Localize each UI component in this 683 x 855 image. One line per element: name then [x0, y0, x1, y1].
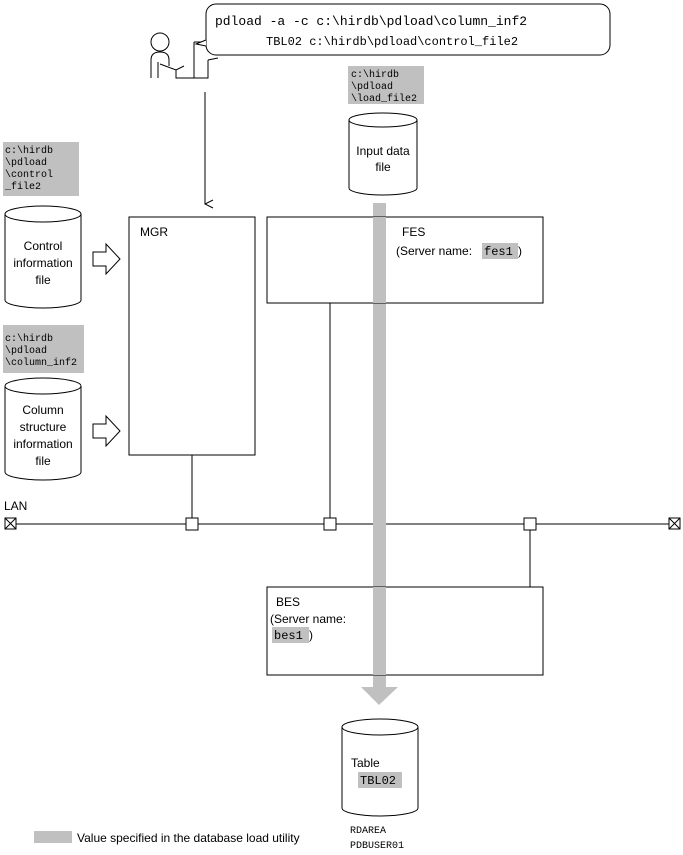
svg-text:information: information — [13, 437, 72, 451]
svg-text:\column_inf2: \column_inf2 — [5, 357, 77, 369]
legend: Value specified in the database load uti… — [34, 831, 300, 845]
rdarea-name: PDBUSER01 — [350, 841, 404, 852]
bes-server-name: bes1 — [274, 629, 303, 643]
legend-swatch — [34, 831, 72, 843]
data-flow-arrow — [361, 203, 398, 705]
svg-text:information: information — [13, 256, 72, 270]
svg-text:\control: \control — [5, 169, 53, 181]
input-data-file-label: Input data — [356, 144, 410, 158]
lan-network: LAN — [4, 499, 681, 531]
control-file-label: Control — [24, 239, 63, 253]
svg-text:c:\hirdb: c:\hirdb — [5, 333, 53, 345]
input-data-file-icon: Input data file — [348, 112, 418, 196]
table-name: TBL02 — [360, 774, 396, 788]
svg-text:c:\hirdb: c:\hirdb — [5, 145, 53, 157]
svg-text:\load_file2: \load_file2 — [351, 93, 417, 105]
control-file-path-label: c:\hirdb \pdload \control _file2 — [3, 142, 79, 196]
svg-text:file: file — [375, 160, 391, 174]
bes-label: BES — [276, 595, 300, 609]
svg-text:\pdload: \pdload — [5, 157, 47, 169]
mgr-label: MGR — [140, 225, 168, 239]
svg-text:c:\hirdb: c:\hirdb — [351, 69, 399, 81]
svg-text:): ) — [518, 244, 522, 258]
column-file-path-label: c:\hirdb \pdload \column_inf2 — [3, 325, 84, 373]
column-file-arrow-icon — [92, 414, 121, 448]
svg-text:file: file — [35, 454, 51, 468]
column-file-icon: Column structure information file — [4, 377, 82, 481]
table-icon: Table TBL02 — [341, 718, 419, 817]
svg-text:\pdload: \pdload — [351, 81, 393, 93]
lan-label: LAN — [4, 499, 27, 513]
svg-text:\pdload: \pdload — [5, 345, 47, 357]
control-file-icon: Control information file — [4, 205, 82, 309]
svg-text:): ) — [309, 628, 313, 642]
fes-label: FES — [402, 225, 425, 239]
table-label: Table — [351, 756, 380, 770]
mgr-server-box: MGR — [128, 216, 256, 456]
command-line-2: TBL02 c:\hirdb\pdload\control_file2 — [266, 35, 518, 49]
rdarea-label: RDAREA — [350, 826, 386, 837]
column-file-label: Column — [22, 403, 63, 417]
svg-text:file: file — [35, 273, 51, 287]
command-line-1: pdload -a -c c:\hirdb\pdload\column_inf2 — [215, 14, 527, 29]
fes-server-name: fes1 — [484, 245, 513, 259]
fes-server-box: FES (Server name: fes1 ) — [266, 216, 544, 304]
command-bubble: pdload -a -c c:\hirdb\pdload\column_inf2… — [194, 3, 611, 56]
legend-text: Value specified in the database load uti… — [77, 831, 300, 845]
load-file-path-label: c:\hirdb \pdload \load_file2 — [348, 66, 424, 105]
bes-server-prefix: (Server name: — [270, 612, 346, 626]
fes-server-prefix: (Server name: — [396, 244, 472, 258]
svg-text:structure: structure — [20, 420, 67, 434]
svg-text:_file2: _file2 — [4, 181, 41, 193]
control-file-arrow-icon — [92, 242, 121, 276]
bes-server-box: BES (Server name: bes1 ) — [266, 586, 544, 676]
